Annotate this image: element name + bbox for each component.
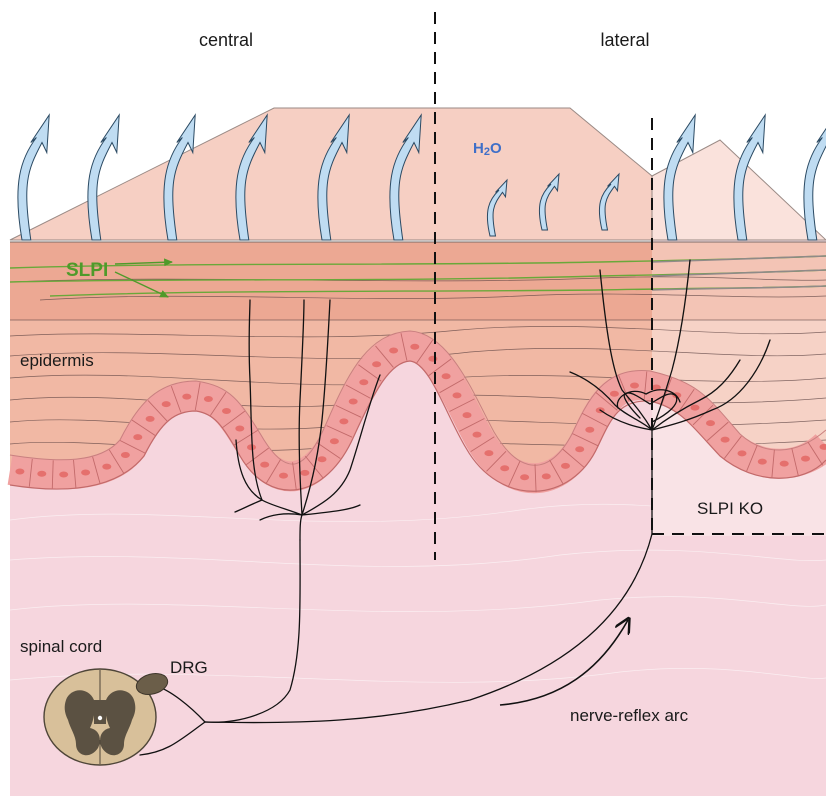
cell-nucleus [15, 469, 24, 475]
water-arrow-large [804, 115, 826, 240]
cell-nucleus [473, 432, 482, 438]
cell-nucleus [801, 456, 810, 462]
evaporation-zone-central [10, 108, 652, 240]
cell-nucleus [121, 452, 130, 458]
cell-nucleus [463, 412, 472, 418]
cell-nucleus [630, 383, 639, 389]
cell-nucleus [300, 470, 309, 476]
cell-nucleus [330, 438, 339, 444]
label-spinal-cord: spinal cord [20, 637, 102, 656]
cell-nucleus [102, 464, 111, 470]
cell-nucleus [146, 416, 155, 422]
cell-nucleus [561, 463, 570, 469]
cell-nucleus [162, 401, 171, 407]
cell-nucleus [721, 437, 730, 443]
cell-nucleus [484, 450, 493, 456]
cell-nucleus [738, 450, 747, 456]
cell-nucleus [542, 473, 551, 479]
cell-nucleus [520, 474, 529, 480]
cell-nucleus [318, 456, 327, 462]
label-slpi-ko: SLPI KO [697, 499, 763, 518]
cell-nucleus [359, 379, 368, 385]
cell-nucleus [691, 405, 700, 411]
cell-nucleus [59, 472, 68, 478]
cell-nucleus [37, 471, 46, 477]
label-lateral: lateral [600, 30, 649, 50]
cell-nucleus [349, 399, 358, 405]
cell-nucleus [780, 461, 789, 467]
cell-nucleus [610, 391, 619, 397]
cell-nucleus [410, 344, 419, 350]
cell-nucleus [81, 470, 90, 476]
cell-nucleus [222, 408, 231, 414]
label-drg: DRG [170, 658, 208, 677]
cell-nucleus [235, 426, 244, 432]
cell-nucleus [585, 427, 594, 433]
cell-nucleus [500, 465, 509, 471]
cell-nucleus [204, 396, 213, 402]
water-arrow-large [18, 115, 49, 240]
cell-nucleus [247, 444, 256, 450]
cell-nucleus [339, 418, 348, 424]
cell-nucleus [279, 473, 288, 479]
label-nerve-reflex-arc: nerve-reflex arc [570, 706, 689, 725]
cell-nucleus [428, 356, 437, 362]
cell-nucleus [442, 373, 451, 379]
label-epidermis: epidermis [20, 351, 94, 370]
label-central: central [199, 30, 253, 50]
cell-nucleus [575, 446, 584, 452]
cell-nucleus [372, 361, 381, 367]
cell-nucleus [453, 392, 462, 398]
cell-nucleus [758, 459, 767, 465]
cell-nucleus [260, 462, 269, 468]
cell-nucleus [706, 420, 715, 426]
cell-nucleus [389, 348, 398, 354]
cell-nucleus [133, 434, 142, 440]
label-slpi: SLPI [66, 260, 108, 281]
cell-nucleus [182, 394, 191, 400]
